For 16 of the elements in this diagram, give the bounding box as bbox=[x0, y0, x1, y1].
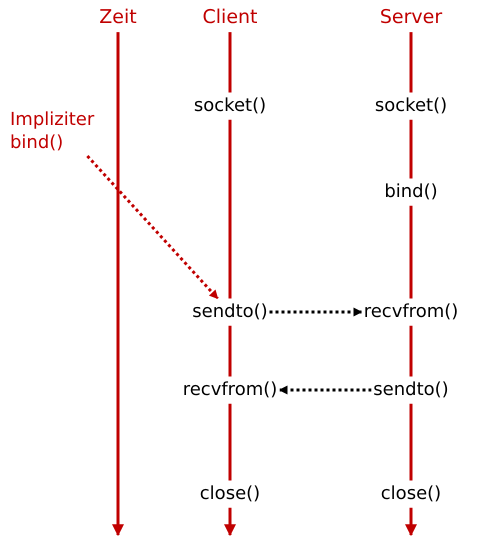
message-arrow bbox=[270, 308, 362, 316]
lifeline bbox=[410, 32, 412, 92]
message-arrow bbox=[278, 386, 372, 394]
lifeline bbox=[228, 120, 232, 298]
lifeline-arrow bbox=[224, 508, 236, 536]
note-text: Impliziter bind() bbox=[8, 107, 122, 156]
lifeline-arrow bbox=[405, 508, 417, 536]
lifeline bbox=[410, 326, 412, 376]
lifeline bbox=[228, 326, 232, 376]
lifeline bbox=[410, 120, 412, 178]
lifeline bbox=[228, 32, 232, 92]
message-arrow bbox=[86, 154, 219, 300]
lifeline bbox=[410, 404, 412, 480]
lifeline-arrow bbox=[112, 32, 124, 536]
lifeline bbox=[228, 404, 232, 480]
lifeline bbox=[410, 206, 412, 298]
